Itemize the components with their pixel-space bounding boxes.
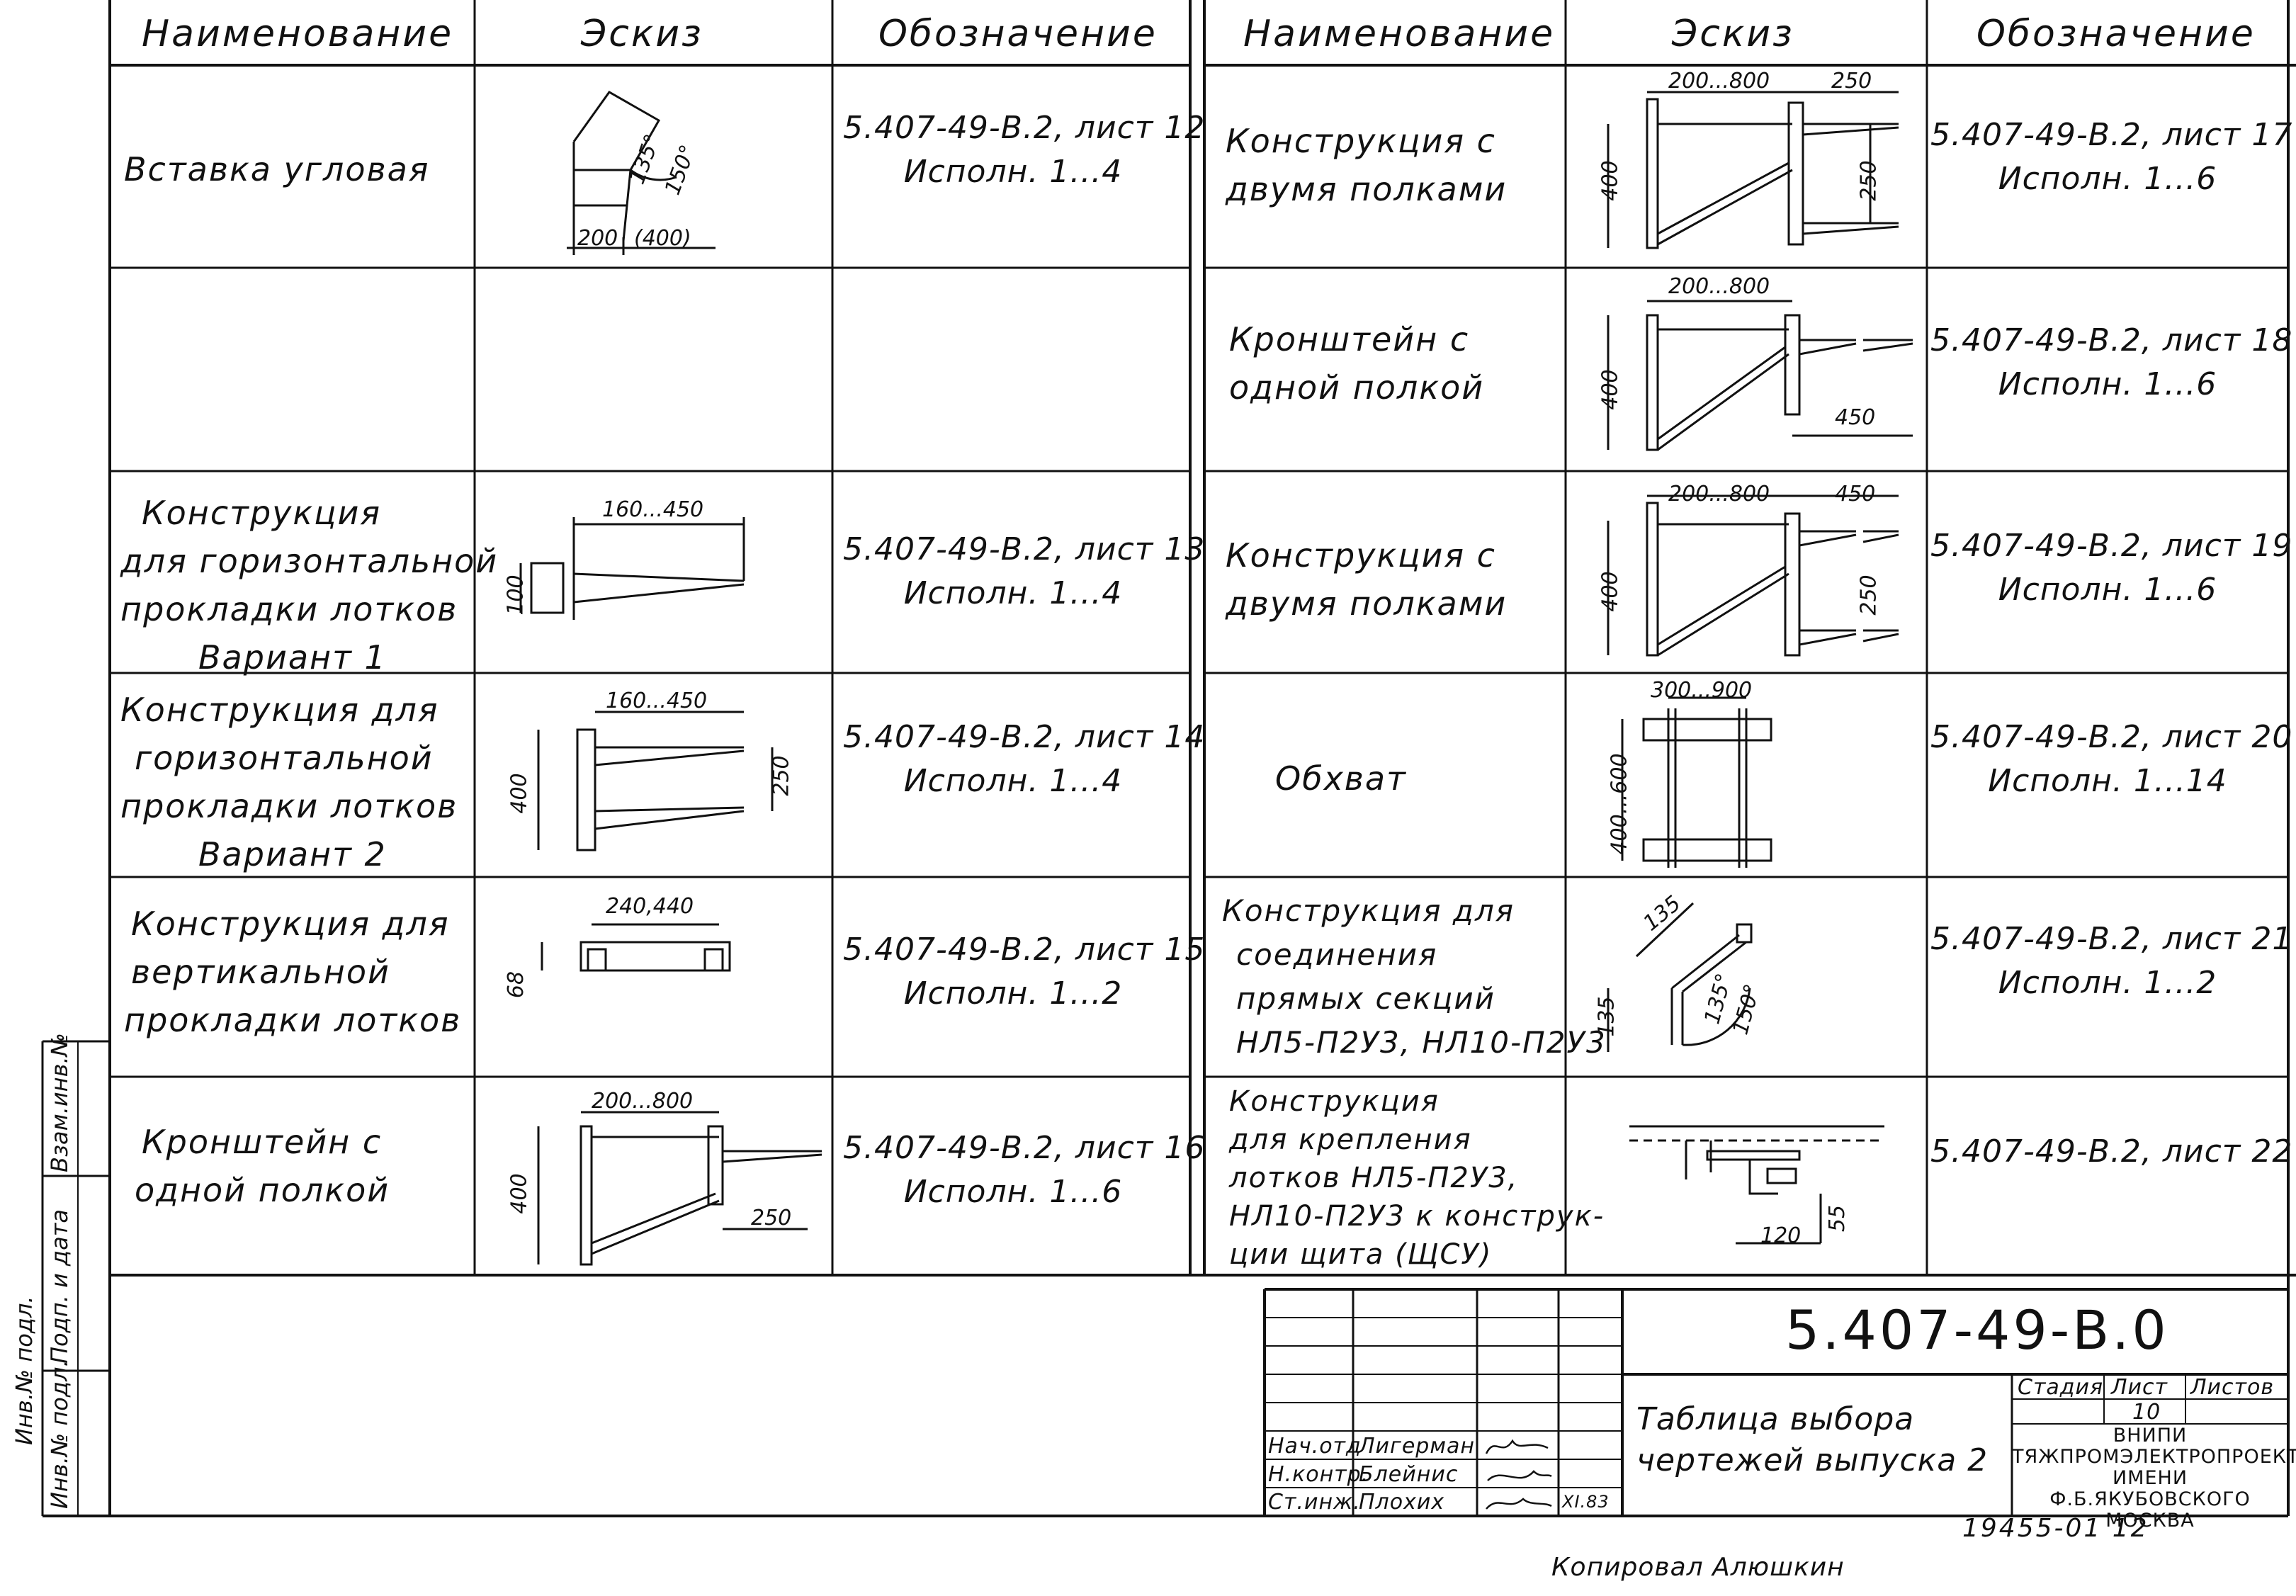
person-head-dept: Лигерман (1359, 1434, 1475, 1459)
row-designation: 5.407-49-В.2, лист 22 (1930, 1133, 2293, 1170)
sketch-vertical (541, 923, 731, 972)
row-name: Конструкция для горизонтальной прокладки… (120, 494, 499, 677)
document-code: 5.407-49-В.0 (1785, 1298, 2169, 1362)
role-norm-control: Н.контр. (1268, 1462, 1369, 1487)
header-name-right: Наименование (1243, 13, 1556, 55)
sheet-number: 10 (2132, 1400, 2161, 1425)
stamp-replaced-inv: Взам.инв.№ (46, 1033, 73, 1172)
dim-label: 400 (1597, 160, 1623, 201)
dim-label: 135 (1594, 996, 1619, 1037)
header-sketch-left: Эскиз (581, 13, 703, 55)
row-name: Кронштейн с одной полкой (135, 1123, 390, 1209)
dim-label: 100 (503, 575, 528, 616)
sketch-bracket-one-shelf (1607, 300, 1913, 451)
dim-label: 200...800 (592, 1089, 694, 1114)
archive-number: 19455-01 12 (1962, 1514, 2149, 1543)
dim-label: 400 (1597, 369, 1623, 410)
stamp-inv-original-cell: Инв.№ подл. (46, 1359, 73, 1509)
dim-label: 450 (1835, 405, 1876, 430)
dim-label: 250 (751, 1206, 792, 1230)
dim-label: 300...900 (1651, 678, 1753, 703)
dim-label: 55 (1825, 1204, 1850, 1233)
sketch-two-shelves (1607, 494, 1899, 657)
dim-label: 400 (507, 1173, 532, 1214)
stamp-inv-original: Инв.№ подл. (11, 1296, 38, 1445)
dim-label: 200...800 (1668, 69, 1770, 94)
dim-label: 240,440 (606, 894, 694, 919)
signatures (1485, 1439, 1552, 1510)
dim-label: 200...800 (1668, 274, 1770, 299)
sketch-joint (1607, 902, 1753, 1052)
sketch-mounting (1629, 1125, 1884, 1245)
dim-label: 120 (1760, 1223, 1802, 1248)
person-norm-control: Блейнис (1359, 1462, 1459, 1487)
organization: ВНИПИ ТЯЖПРОМЭЛЕКТРОПРОЕКТ ИМЕНИ Ф.Б.ЯКУ… (2012, 1425, 2296, 1532)
person-senior-engineer: Плохих (1359, 1490, 1445, 1515)
dim-label: 250 (769, 755, 794, 796)
row-name: Обхват (1275, 759, 1407, 798)
sketch-two-shelves (1607, 91, 1899, 249)
dim-label: 250 (1831, 69, 1872, 94)
dim-label: 400...600 (1607, 753, 1632, 855)
dim-label: 400 (507, 773, 532, 814)
sketch-clamp (1621, 696, 1772, 868)
sketch-bracket-one-shelf (537, 1111, 822, 1266)
sheet-header: Лист (2111, 1375, 2168, 1400)
dim-label: 200...800 (1668, 482, 1770, 506)
stage-header: Стадия (2018, 1375, 2104, 1400)
dim-label: 160...450 (606, 689, 708, 713)
sketch-horizontal-v2 (537, 711, 774, 851)
dim-label: 160...450 (602, 497, 704, 522)
row-name: Конструкция для крепления лотков НЛ5-П2У… (1229, 1085, 1605, 1271)
row-name: Конструкция для вертикальной прокладки л… (124, 905, 462, 1039)
dim-label: 450 (1835, 482, 1876, 506)
dim-label: (400) (634, 226, 691, 251)
role-head-dept: Нач.отд (1268, 1434, 1362, 1459)
sign-date: XI.83 (1562, 1492, 1610, 1512)
sketch-horizontal-v1 (519, 517, 745, 620)
sheets-header: Листов (2190, 1375, 2275, 1400)
dim-label: 400 (1597, 571, 1623, 612)
sketch-corner-insert (567, 91, 716, 255)
header-sketch-right: Эскиз (1672, 13, 1794, 55)
dim-label: 250 (1856, 160, 1882, 201)
dim-label: 68 (504, 970, 529, 999)
role-senior-engineer: Ст.инж. (1268, 1490, 1361, 1515)
copied-by: Копировал Алюшкин (1551, 1553, 1845, 1582)
dim-label: 250 (1856, 575, 1882, 616)
header-designation-right: Обозначение (1977, 13, 2256, 55)
stamp-sign-date: Подп. и дата (46, 1209, 73, 1364)
row-name: Вставка угловая (124, 150, 430, 188)
header-name-left: Наименование (142, 13, 454, 55)
row-name: Конструкция для горизонтальной прокладки… (120, 691, 458, 873)
header-designation-left: Обозначение (878, 13, 1158, 55)
dim-label: 200 (577, 226, 618, 251)
row-name: Конструкция для соединения прямых секций… (1222, 893, 1607, 1060)
